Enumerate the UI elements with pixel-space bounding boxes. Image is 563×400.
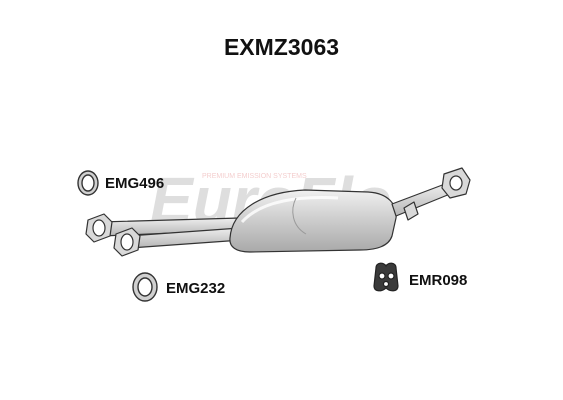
hanger-bracket: [403, 201, 419, 221]
rubber-mount-icon: [373, 262, 399, 292]
part-number-title: EXMZ3063: [223, 34, 340, 60]
gasket-ring-icon: [77, 170, 99, 196]
part-label-emr098: EMR098: [409, 272, 468, 289]
rear-flange: [441, 167, 471, 199]
part-label-emg496: EMG496: [105, 175, 165, 192]
front-flange-right: [113, 227, 141, 257]
gasket-ring-icon: [132, 272, 158, 302]
rear-pipe: [391, 183, 451, 217]
watermark-tagline: PREMIUM EMISSION SYSTEMS: [202, 173, 307, 180]
part-label-emg232: EMG232: [166, 280, 226, 297]
exhaust-assembly: [85, 167, 471, 257]
front-flange-left: [85, 213, 113, 243]
